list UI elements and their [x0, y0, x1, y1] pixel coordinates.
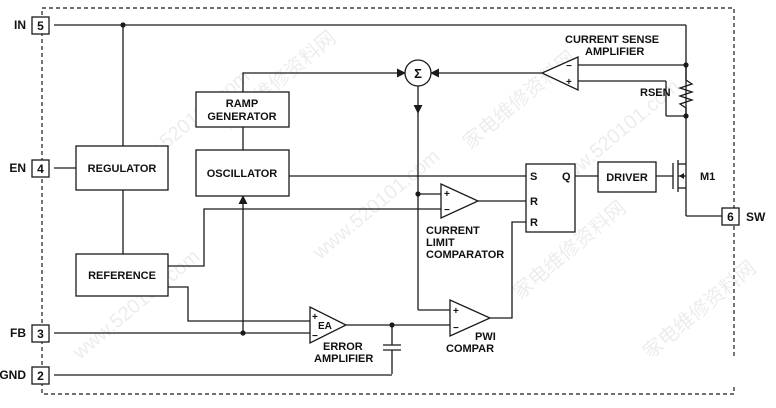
flip-flop-block: S Q R R — [525, 163, 576, 233]
current-sense-amplifier: − + CURRENT SENSE AMPLIFIER — [540, 34, 659, 92]
pwm-comparator: + − PWI COMPAR — [446, 298, 496, 355]
pin-in-name: IN — [14, 18, 26, 32]
watermark-text: 家电维修资料网 — [638, 256, 760, 364]
csa-label-line1: CURRENT SENSE — [565, 34, 659, 46]
ramp-generator-block: RAMP GENERATOR — [195, 91, 290, 128]
rsen-resistor — [677, 65, 695, 116]
wiring — [54, 24, 722, 376]
summer-symbol: Σ — [414, 66, 422, 81]
error-amplifier: + − EA ERROR AMPLIFIER — [309, 305, 373, 365]
pin-fb: FB 3 — [10, 324, 50, 343]
oscillator-label: OSCILLATOR — [207, 168, 278, 180]
reference-label: REFERENCE — [88, 270, 156, 282]
csa-label-line2: AMPLIFIER — [585, 46, 644, 58]
ea-label-line1: ERROR — [323, 341, 363, 353]
pin-fb-number: 3 — [37, 327, 44, 341]
clc-label-line3: COMPARATOR — [426, 249, 504, 261]
pin-en-number: 4 — [37, 162, 44, 176]
regulator-label: REGULATOR — [88, 163, 157, 175]
pin-en-name: EN — [9, 161, 26, 175]
pin-gnd-number: 2 — [37, 369, 44, 383]
watermark-text: www.520101.com — [308, 145, 444, 264]
m1-label: M1 — [700, 171, 715, 183]
ea-inside-label: EA — [318, 321, 332, 332]
flipflop-r2-label: R — [530, 217, 538, 229]
ic-boundary — [41, 7, 735, 395]
regulator-block: REGULATOR — [75, 145, 169, 191]
pwm-label-line1: PWI — [475, 331, 496, 343]
pin-sw-number: 6 — [727, 210, 734, 224]
clc-plus-label: + — [444, 189, 450, 200]
pwm-minus-label: − — [453, 323, 459, 334]
pin-sw: 6 SW — [721, 207, 766, 226]
corner-patch — [505, 356, 776, 386]
ea-plus-label: + — [312, 312, 318, 323]
watermark-text: 家电维修资料网 — [458, 46, 580, 154]
clc-label-line1: CURRENT — [426, 225, 480, 237]
pwm-plus-label: + — [453, 306, 459, 317]
pin-gnd: GND 2 — [0, 366, 50, 385]
pin-in: IN 5 — [14, 16, 50, 35]
summer-block: Σ — [404, 59, 432, 87]
csa-minus-label: − — [566, 61, 572, 72]
pin-fb-name: FB — [10, 326, 26, 340]
ea-minus-label: − — [312, 331, 318, 342]
clc-label-line2: LIMIT — [426, 237, 455, 249]
ramp-label-line1: RAMP — [226, 98, 258, 110]
driver-block: DRIVER — [597, 161, 657, 193]
pin-in-number: 5 — [37, 19, 44, 33]
csa-plus-label: + — [566, 77, 572, 88]
clc-minus-label: − — [444, 205, 450, 216]
rsen-label: RSEN — [640, 87, 671, 99]
reference-block: REFERENCE — [75, 253, 169, 297]
ea-label-line2: AMPLIFIER — [314, 353, 373, 365]
ramp-label-line2: GENERATOR — [207, 111, 276, 123]
driver-label: DRIVER — [606, 172, 648, 184]
pin-sw-name: SW — [746, 210, 766, 224]
mosfet-m1 — [672, 150, 687, 200]
current-limit-comparator: + − CURRENT LIMIT COMPARATOR — [426, 182, 504, 261]
flipflop-r1-label: R — [530, 196, 538, 208]
flipflop-s-label: S — [530, 171, 537, 183]
pin-en: EN 4 — [9, 159, 50, 178]
pin-gnd-name: GND — [0, 368, 26, 382]
pwm-label-line2: COMPAR — [446, 343, 494, 355]
mosfet-arrow — [679, 173, 684, 179]
oscillator-block: OSCILLATOR — [195, 149, 290, 197]
flipflop-q-label: Q — [562, 171, 571, 183]
